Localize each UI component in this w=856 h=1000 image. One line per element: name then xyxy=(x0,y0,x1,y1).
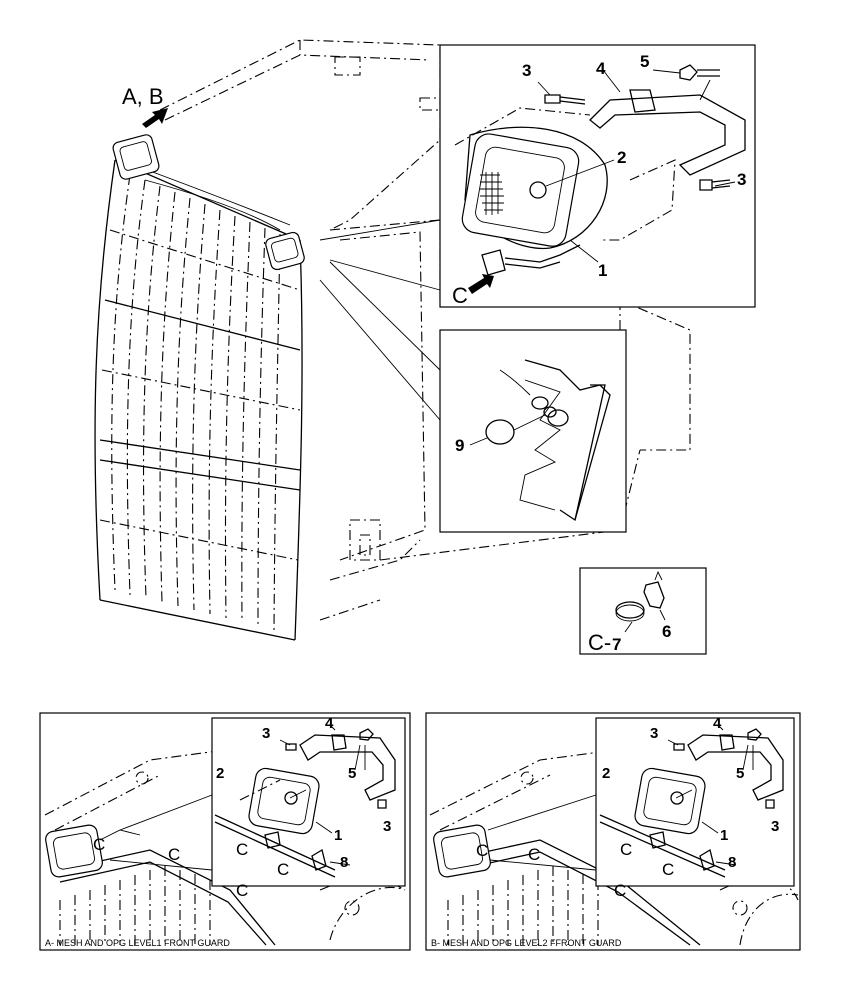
panel-b: 3 4 5 2 3 1 8 C C C C C B- MESH AND OPG … xyxy=(425,712,801,951)
callout-9: 9 xyxy=(455,436,464,455)
detail-lamp-assembly: 3 4 5 2 3 1 C xyxy=(439,44,756,308)
panel-a-callout-3: 3 xyxy=(262,725,270,742)
callout-5-top: 5 xyxy=(640,52,649,71)
callout-6: 6 xyxy=(662,622,671,641)
panel-b-callout-8: 8 xyxy=(728,854,736,871)
panel-a-callout-4: 4 xyxy=(325,715,334,732)
panel-a-view-c-5: C xyxy=(277,860,289,879)
view-c-dash-label: C- xyxy=(588,630,611,655)
panel-b-callout-3: 3 xyxy=(650,725,658,742)
callout-1-top: 1 xyxy=(598,261,607,280)
panel-a-caption: A- MESH AND OPG LEVEL1 FRONT GUARD xyxy=(45,938,230,948)
panel-a-callout-3b: 3 xyxy=(383,818,391,835)
panel-b-callout-2: 2 xyxy=(602,765,610,782)
panel-b-view-c-5: C xyxy=(662,860,674,879)
panel-b-view-c-4: C xyxy=(620,840,632,859)
panel-a-view-c-3: C xyxy=(236,881,248,900)
panel-a-view-c-2: C xyxy=(168,845,180,864)
detail-mounting-plug: 9 xyxy=(439,329,627,533)
panel-a-callout-1: 1 xyxy=(334,827,342,844)
callout-3b-top: 3 xyxy=(737,170,746,189)
panel-b-callout-5: 5 xyxy=(736,765,744,782)
callout-2-top: 2 xyxy=(617,148,626,167)
view-ab-arrow: A, B xyxy=(122,84,168,128)
main-lamp-right xyxy=(265,231,305,271)
main-lamp-left xyxy=(112,134,160,180)
panel-a-callout-2: 2 xyxy=(216,765,224,782)
callout-4-top: 4 xyxy=(596,59,606,78)
panel-a-callout-8: 8 xyxy=(340,854,348,871)
view-ab-label: A, B xyxy=(122,84,164,109)
panel-a-view-c-4: C xyxy=(236,840,248,859)
panel-b-view-c-1: C xyxy=(476,841,488,860)
panel-b-callout-1: 1 xyxy=(720,827,728,844)
view-c-label: C xyxy=(452,283,468,308)
panel-a: 3 4 5 2 3 1 8 C C C C C A- MESH AND OPG … xyxy=(39,712,411,951)
panel-a-callout-5: 5 xyxy=(348,765,356,782)
panel-a-view-c-1: C xyxy=(93,835,105,854)
panel-b-caption: B- MESH AND OPG LEVEL2 FFRONT GUARD xyxy=(431,938,622,948)
callout-3-top: 3 xyxy=(522,61,531,80)
panel-b-callout-4: 4 xyxy=(713,715,722,732)
callout-7: 7 xyxy=(612,635,621,654)
panel-b-callout-3b: 3 xyxy=(771,818,779,835)
front-guard-grille xyxy=(94,159,303,641)
detail-c-connector: C- 7 6 xyxy=(579,567,707,655)
panel-b-view-c-3: C xyxy=(614,881,626,900)
panel-b-view-c-2: C xyxy=(528,845,540,864)
